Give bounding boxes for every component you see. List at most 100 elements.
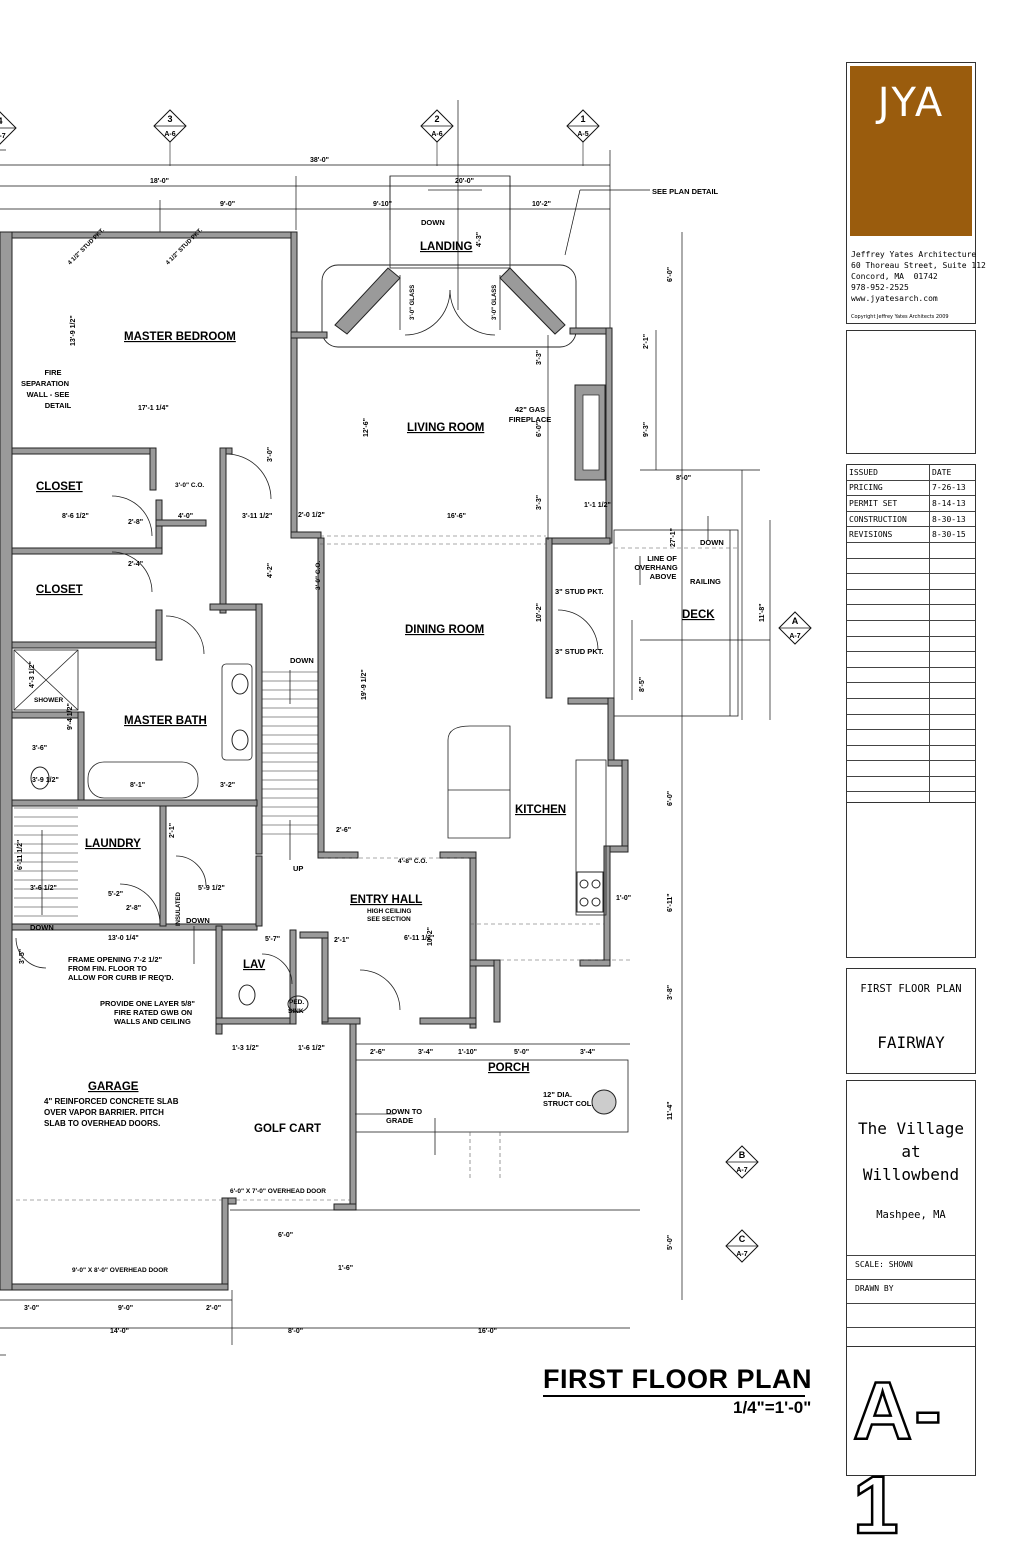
- dimension-label: 3'-4": [418, 1049, 433, 1056]
- issue-date: [929, 573, 975, 590]
- dimension-label: 3'-3": [536, 495, 543, 510]
- marker-number: B: [739, 1150, 746, 1160]
- issue-row: [847, 620, 975, 637]
- svg-text:DETAIL: DETAIL: [45, 401, 72, 410]
- issue-label: [847, 760, 930, 777]
- drawing-title: FIRST FLOOR PLAN: [543, 1364, 812, 1394]
- dimension-label: 3'-11 1/2": [242, 513, 272, 520]
- landing-bay: [321, 100, 577, 348]
- issue-row: [847, 542, 975, 559]
- svg-text:LINE OF: LINE OF: [647, 554, 677, 563]
- issue-date: 7-26-13: [929, 480, 975, 497]
- dimension-label: 6'-0": [667, 791, 674, 806]
- issue-label: CONSTRUCTION: [847, 511, 930, 528]
- issue-label: [847, 776, 930, 793]
- issue-label: [847, 558, 930, 575]
- dimension-label: 2'-8": [128, 519, 143, 526]
- section-marker: 1A-5: [566, 109, 600, 166]
- room-golf-cart: GOLF CART: [254, 1123, 321, 1135]
- dimension-label: 6'-11 1/2": [17, 840, 24, 870]
- svg-text:FIRE RATED GWB ON: FIRE RATED GWB ON: [114, 1008, 192, 1017]
- issue-row: [847, 729, 975, 746]
- dimension-label: 3'-3": [536, 350, 543, 365]
- marker-sheet: A-6: [431, 131, 442, 138]
- svg-text:SLAB TO OVERHEAD DOORS.: SLAB TO OVERHEAD DOORS.: [44, 1119, 160, 1128]
- marker-number: 3: [167, 114, 172, 124]
- room-porch: PORCH: [488, 1062, 530, 1074]
- svg-text:4" REINFORCED CONCRETE SLAB: 4" REINFORCED CONCRETE SLAB: [44, 1097, 179, 1106]
- svg-text:PROVIDE ONE LAYER 5/8": PROVIDE ONE LAYER 5/8": [100, 999, 195, 1008]
- room-closet-2: CLOSET: [36, 584, 83, 596]
- dimension-label: 6'-11 1/2": [404, 935, 434, 942]
- dimension-label: 10'-2": [536, 603, 543, 622]
- issue-label: [847, 651, 930, 668]
- dimension-label: 2'-6": [336, 827, 351, 834]
- svg-text:3" STUD PKT.: 3" STUD PKT.: [555, 647, 604, 656]
- section-marker: 4A-7: [0, 111, 17, 145]
- svg-text:ABOVE: ABOVE: [650, 572, 677, 581]
- issue-date: [929, 542, 975, 559]
- dimension-label: 5'-0": [514, 1049, 529, 1056]
- dimension-label: 2'-1": [169, 823, 176, 838]
- svg-text:GRADE: GRADE: [386, 1116, 413, 1125]
- dimension-label: 27'-1": [670, 528, 677, 547]
- room-living-room: LIVING ROOM: [407, 422, 484, 434]
- dimension-label: 14'-0": [110, 1328, 129, 1335]
- sheet-subtitle: FAIRWAY: [877, 1033, 945, 1052]
- svg-text:WALL - SEE: WALL - SEE: [27, 390, 70, 399]
- section-marker: BA-7: [725, 1145, 759, 1179]
- room-landing: LANDING: [420, 241, 472, 253]
- dimension-label: 10'-2": [427, 927, 434, 946]
- dimension-label: 2'-4": [128, 561, 143, 568]
- firm-address: Jeffrey Yates Architecture 60 Thoreau St…: [851, 250, 986, 303]
- issue-label: PERMIT SET: [847, 495, 930, 512]
- dimension-label: 8'-1": [130, 782, 145, 789]
- svg-text:SINK: SINK: [288, 1008, 304, 1015]
- svg-text:3'-0" GLASS: 3'-0" GLASS: [410, 285, 416, 320]
- issue-label: [847, 682, 930, 699]
- issue-label: [847, 589, 930, 606]
- firm-logo: JYA: [850, 66, 972, 236]
- issue-date: [929, 745, 975, 762]
- dimension-label: 16'-0": [478, 1328, 497, 1335]
- drawn-by-row: DRAWN BY: [847, 1279, 975, 1303]
- issue-row: [847, 760, 975, 777]
- marker-number: C: [739, 1234, 746, 1244]
- dimension-label: 19'-9 1/2": [361, 669, 368, 700]
- issue-row: [847, 667, 975, 684]
- drawing-scale: 1/4"=1'-0": [733, 1398, 812, 1417]
- issue-label: [847, 729, 930, 746]
- dimension-label: 3'-6": [32, 745, 47, 752]
- dimension-label: 2'-1": [334, 937, 349, 944]
- room-entry-hall: ENTRY HALL: [350, 894, 422, 906]
- issue-row: [847, 745, 975, 762]
- marker-sheet: A-7: [736, 1251, 747, 1258]
- svg-text:INSULATED: INSULATED: [176, 891, 182, 926]
- marker-number: 4: [0, 116, 3, 126]
- dimension-label: 3'-9 1/2": [32, 777, 59, 784]
- marker-sheet: A-5: [577, 131, 588, 138]
- svg-text:UP: UP: [293, 864, 303, 873]
- svg-text:SEE SECTION: SEE SECTION: [367, 916, 411, 923]
- issue-date: [929, 558, 975, 575]
- svg-text:SHOWER: SHOWER: [34, 697, 64, 704]
- issue-date: [929, 636, 975, 653]
- dimension-label: 4'-2": [267, 563, 274, 578]
- sheet-title-box: FIRST FLOOR PLAN FAIRWAY: [846, 968, 976, 1074]
- issue-row: [847, 698, 975, 715]
- issue-row: [847, 604, 975, 621]
- svg-text:DOWN: DOWN: [421, 218, 445, 227]
- right-dimension-lines: [0, 232, 771, 1345]
- dimension-label: 6'-0": [536, 422, 543, 437]
- issue-row: [847, 589, 975, 606]
- dimension-label: 3'-8": [667, 985, 674, 1000]
- svg-text:3" STUD PKT.: 3" STUD PKT.: [555, 587, 604, 596]
- dimension-label: 1'-10": [458, 1049, 477, 1056]
- issue-row: [847, 714, 975, 731]
- section-marker: AA-7: [778, 611, 812, 645]
- issue-date: [929, 776, 975, 793]
- svg-text:OVER VAPOR BARRIER. PITCH: OVER VAPOR BARRIER. PITCH: [44, 1108, 164, 1117]
